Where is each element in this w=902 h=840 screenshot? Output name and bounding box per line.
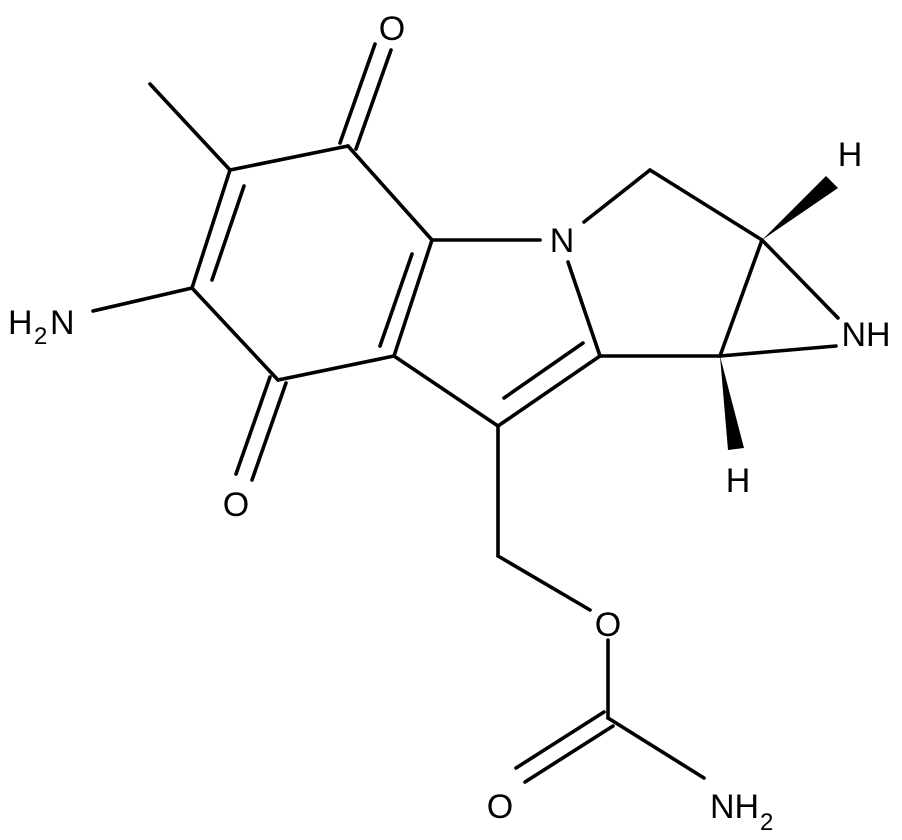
bond-methyl bbox=[148, 82, 232, 172]
atom-aziridine-nh: NH bbox=[841, 316, 890, 354]
atom-amide-subscript: 2 bbox=[760, 809, 773, 836]
atom-amine-left-h: H bbox=[8, 304, 33, 342]
atom-amide-nh: NH bbox=[710, 788, 759, 826]
bond-c9a-c9-inner bbox=[502, 341, 585, 400]
bond-c5-o-a bbox=[338, 42, 377, 145]
atom-h-top: H bbox=[838, 136, 863, 174]
bond-c7-nh2 bbox=[91, 286, 194, 313]
atom-o-ester: O bbox=[595, 606, 621, 644]
bond-c-o-double-a bbox=[514, 710, 606, 770]
bond-c8-o-b bbox=[250, 381, 288, 482]
bond-c9-c8a bbox=[392, 354, 500, 428]
atom-h-bottom: H bbox=[726, 462, 751, 500]
bond-c2-nh bbox=[760, 238, 840, 320]
atom-amine-left-subscript: 2 bbox=[34, 323, 47, 350]
bond-c5-o-b bbox=[354, 48, 393, 151]
bond-c-o-double-b bbox=[523, 724, 615, 784]
bond-c8a-c8 bbox=[276, 354, 396, 382]
bond-c-nh2 bbox=[606, 716, 706, 780]
bond-c4a-c8a bbox=[392, 238, 434, 358]
bond-c5-c4a bbox=[346, 144, 434, 242]
bond-c4a-c8a-inner bbox=[378, 252, 414, 348]
bond-n-c3 bbox=[582, 168, 652, 224]
bonds bbox=[91, 42, 840, 784]
bond-c8-o-a bbox=[234, 375, 272, 476]
bond-n-c9a bbox=[566, 260, 602, 358]
bond-c7-c6 bbox=[190, 168, 232, 290]
bond-c8-c7 bbox=[190, 286, 280, 382]
atom-n-ring: N bbox=[550, 222, 575, 260]
atom-o-top: O bbox=[379, 10, 405, 48]
bond-ch2-o bbox=[496, 554, 592, 612]
atom-amine-left-n: N bbox=[50, 304, 75, 342]
bond-c1-nh bbox=[718, 344, 838, 358]
bond-c6-c5 bbox=[228, 144, 350, 172]
wedge-bottom-h bbox=[720, 356, 744, 450]
bond-c9a-c9 bbox=[496, 354, 602, 428]
bond-c7-c6-inner bbox=[210, 184, 246, 282]
atom-o-left: O bbox=[223, 486, 249, 524]
atom-labels: O O N NH H H H 2 N O O NH 2 bbox=[8, 10, 891, 836]
bond-c3-c2 bbox=[648, 168, 764, 242]
stereo-wedges bbox=[720, 176, 838, 450]
wedge-top-h bbox=[762, 176, 838, 240]
atom-o-carbonyl: O bbox=[487, 788, 513, 826]
bond-c2-c1 bbox=[718, 238, 764, 358]
